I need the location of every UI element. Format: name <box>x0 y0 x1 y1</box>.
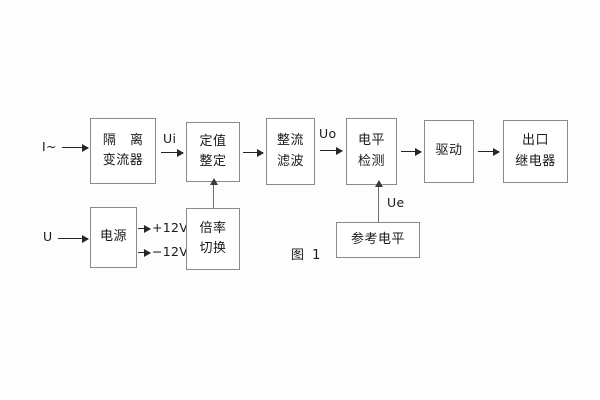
arrow-voltage-to-power <box>58 234 89 243</box>
block-multiplier-switch-line1: 倍率 <box>199 220 227 236</box>
block-output-relay[interactable]: 出口 继电器 <box>503 120 568 183</box>
input-label-current: I~ <box>42 139 57 154</box>
block-multiplier-switch-line2: 切换 <box>199 241 227 256</box>
block-level-detection[interactable]: 电平 检测 <box>346 118 397 185</box>
arrow-level-to-drive <box>401 147 422 156</box>
block-power-supply-line1: 电源 <box>99 229 127 245</box>
block-setting-value-line2: 整定 <box>199 154 227 169</box>
block-output-relay-line1: 出口 <box>521 133 549 149</box>
block-isolation-transformer[interactable]: 隔 离 变流器 <box>90 118 156 184</box>
input-label-voltage: U <box>43 229 53 244</box>
block-reference-level-line1: 参考电平 <box>350 231 405 247</box>
block-setting-value-line1: 定值 <box>199 133 227 149</box>
block-power-supply[interactable]: 电源 <box>90 207 137 268</box>
block-level-detection-line1: 电平 <box>357 133 385 149</box>
block-reference-level[interactable]: 参考电平 <box>336 222 420 258</box>
block-rectify-filter-line1: 整流 <box>276 133 304 149</box>
rail-label-negative: −12V <box>152 244 189 259</box>
signal-label-ui: Ui <box>163 131 177 146</box>
block-drive[interactable]: 驱动 <box>424 120 474 183</box>
figure-caption: 图 1 <box>291 248 323 263</box>
rail-label-positive: +12V <box>152 220 189 235</box>
block-isolation-transformer-line2: 变流器 <box>102 153 144 168</box>
arrow-rectify-to-level <box>320 146 343 155</box>
arrow-isolation-to-setting <box>161 148 184 157</box>
arrow-multiplier-to-setting <box>209 178 218 208</box>
arrow-rail-positive <box>138 224 151 233</box>
arrow-setting-to-rectify <box>243 148 264 157</box>
block-drive-line1: 驱动 <box>435 143 463 159</box>
arrow-reference-to-level <box>374 180 383 222</box>
arrow-drive-to-relay <box>478 147 500 156</box>
block-isolation-transformer-line1: 隔 离 <box>102 132 149 148</box>
block-multiplier-switch[interactable]: 倍率 切换 <box>186 208 240 270</box>
block-output-relay-line2: 继电器 <box>515 153 556 169</box>
block-setting-value[interactable]: 定值 整定 <box>186 122 240 182</box>
block-rectify-filter-line2: 滤波 <box>276 153 304 169</box>
arrow-current-to-isolation <box>62 143 89 152</box>
block-rectify-filter[interactable]: 整流 滤波 <box>266 118 315 185</box>
signal-label-uo: Uo <box>319 126 337 141</box>
signal-label-ue: Ue <box>387 195 405 210</box>
arrow-rail-negative <box>138 248 151 257</box>
block-level-detection-line2: 检测 <box>357 153 385 169</box>
